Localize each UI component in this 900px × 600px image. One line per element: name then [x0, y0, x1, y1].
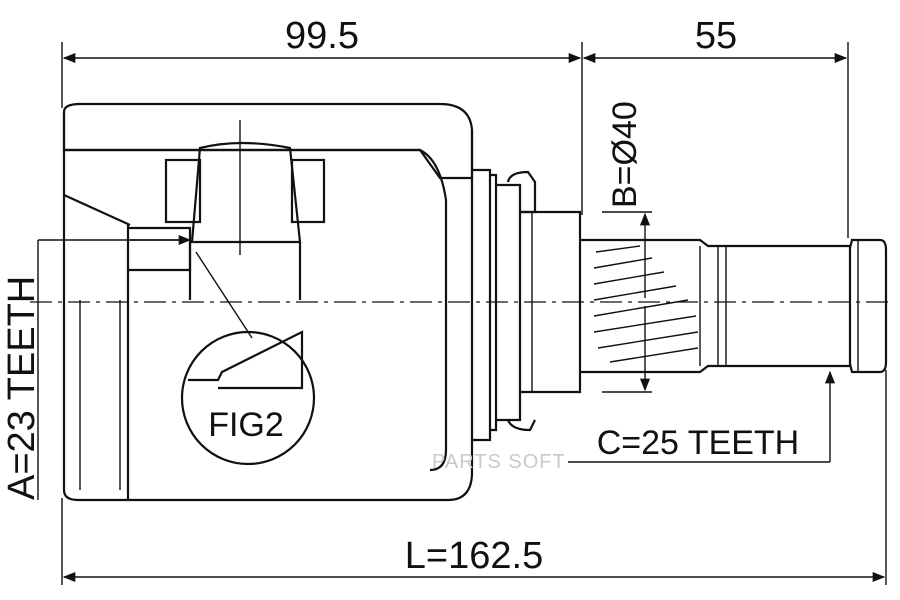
dimension-top-left-label: 99.5	[285, 15, 359, 57]
dimension-outer-spline-label: C=25 TEETH	[597, 424, 800, 462]
dimension-top-right: 55	[582, 15, 849, 238]
dimension-total-length: L=162.5	[61, 370, 887, 585]
fig2-detail: FIG2	[180, 251, 316, 466]
fig2-label: FIG2	[208, 406, 284, 444]
dimension-top-right-label: 55	[695, 15, 737, 57]
dimension-top-left: 99.5	[61, 15, 583, 215]
dimension-outer-spline: C=25 TEETH	[568, 370, 836, 463]
joint-housing	[62, 102, 498, 502]
dimension-total-length-label: L=162.5	[405, 535, 543, 577]
shaft-collar	[496, 170, 582, 432]
dimension-inner-spline-label: A=23 TEETH	[1, 276, 43, 500]
dimension-shaft-diameter: B=Ø40	[602, 101, 652, 393]
splined-shaft	[580, 238, 888, 374]
tripod-spider	[128, 120, 326, 300]
watermark: PARTS SOFT	[432, 451, 566, 473]
dimension-inner-spline: A=23 TEETH	[1, 239, 190, 500]
dimension-shaft-diameter-label: B=Ø40	[606, 101, 644, 208]
spline-teeth	[593, 245, 699, 363]
